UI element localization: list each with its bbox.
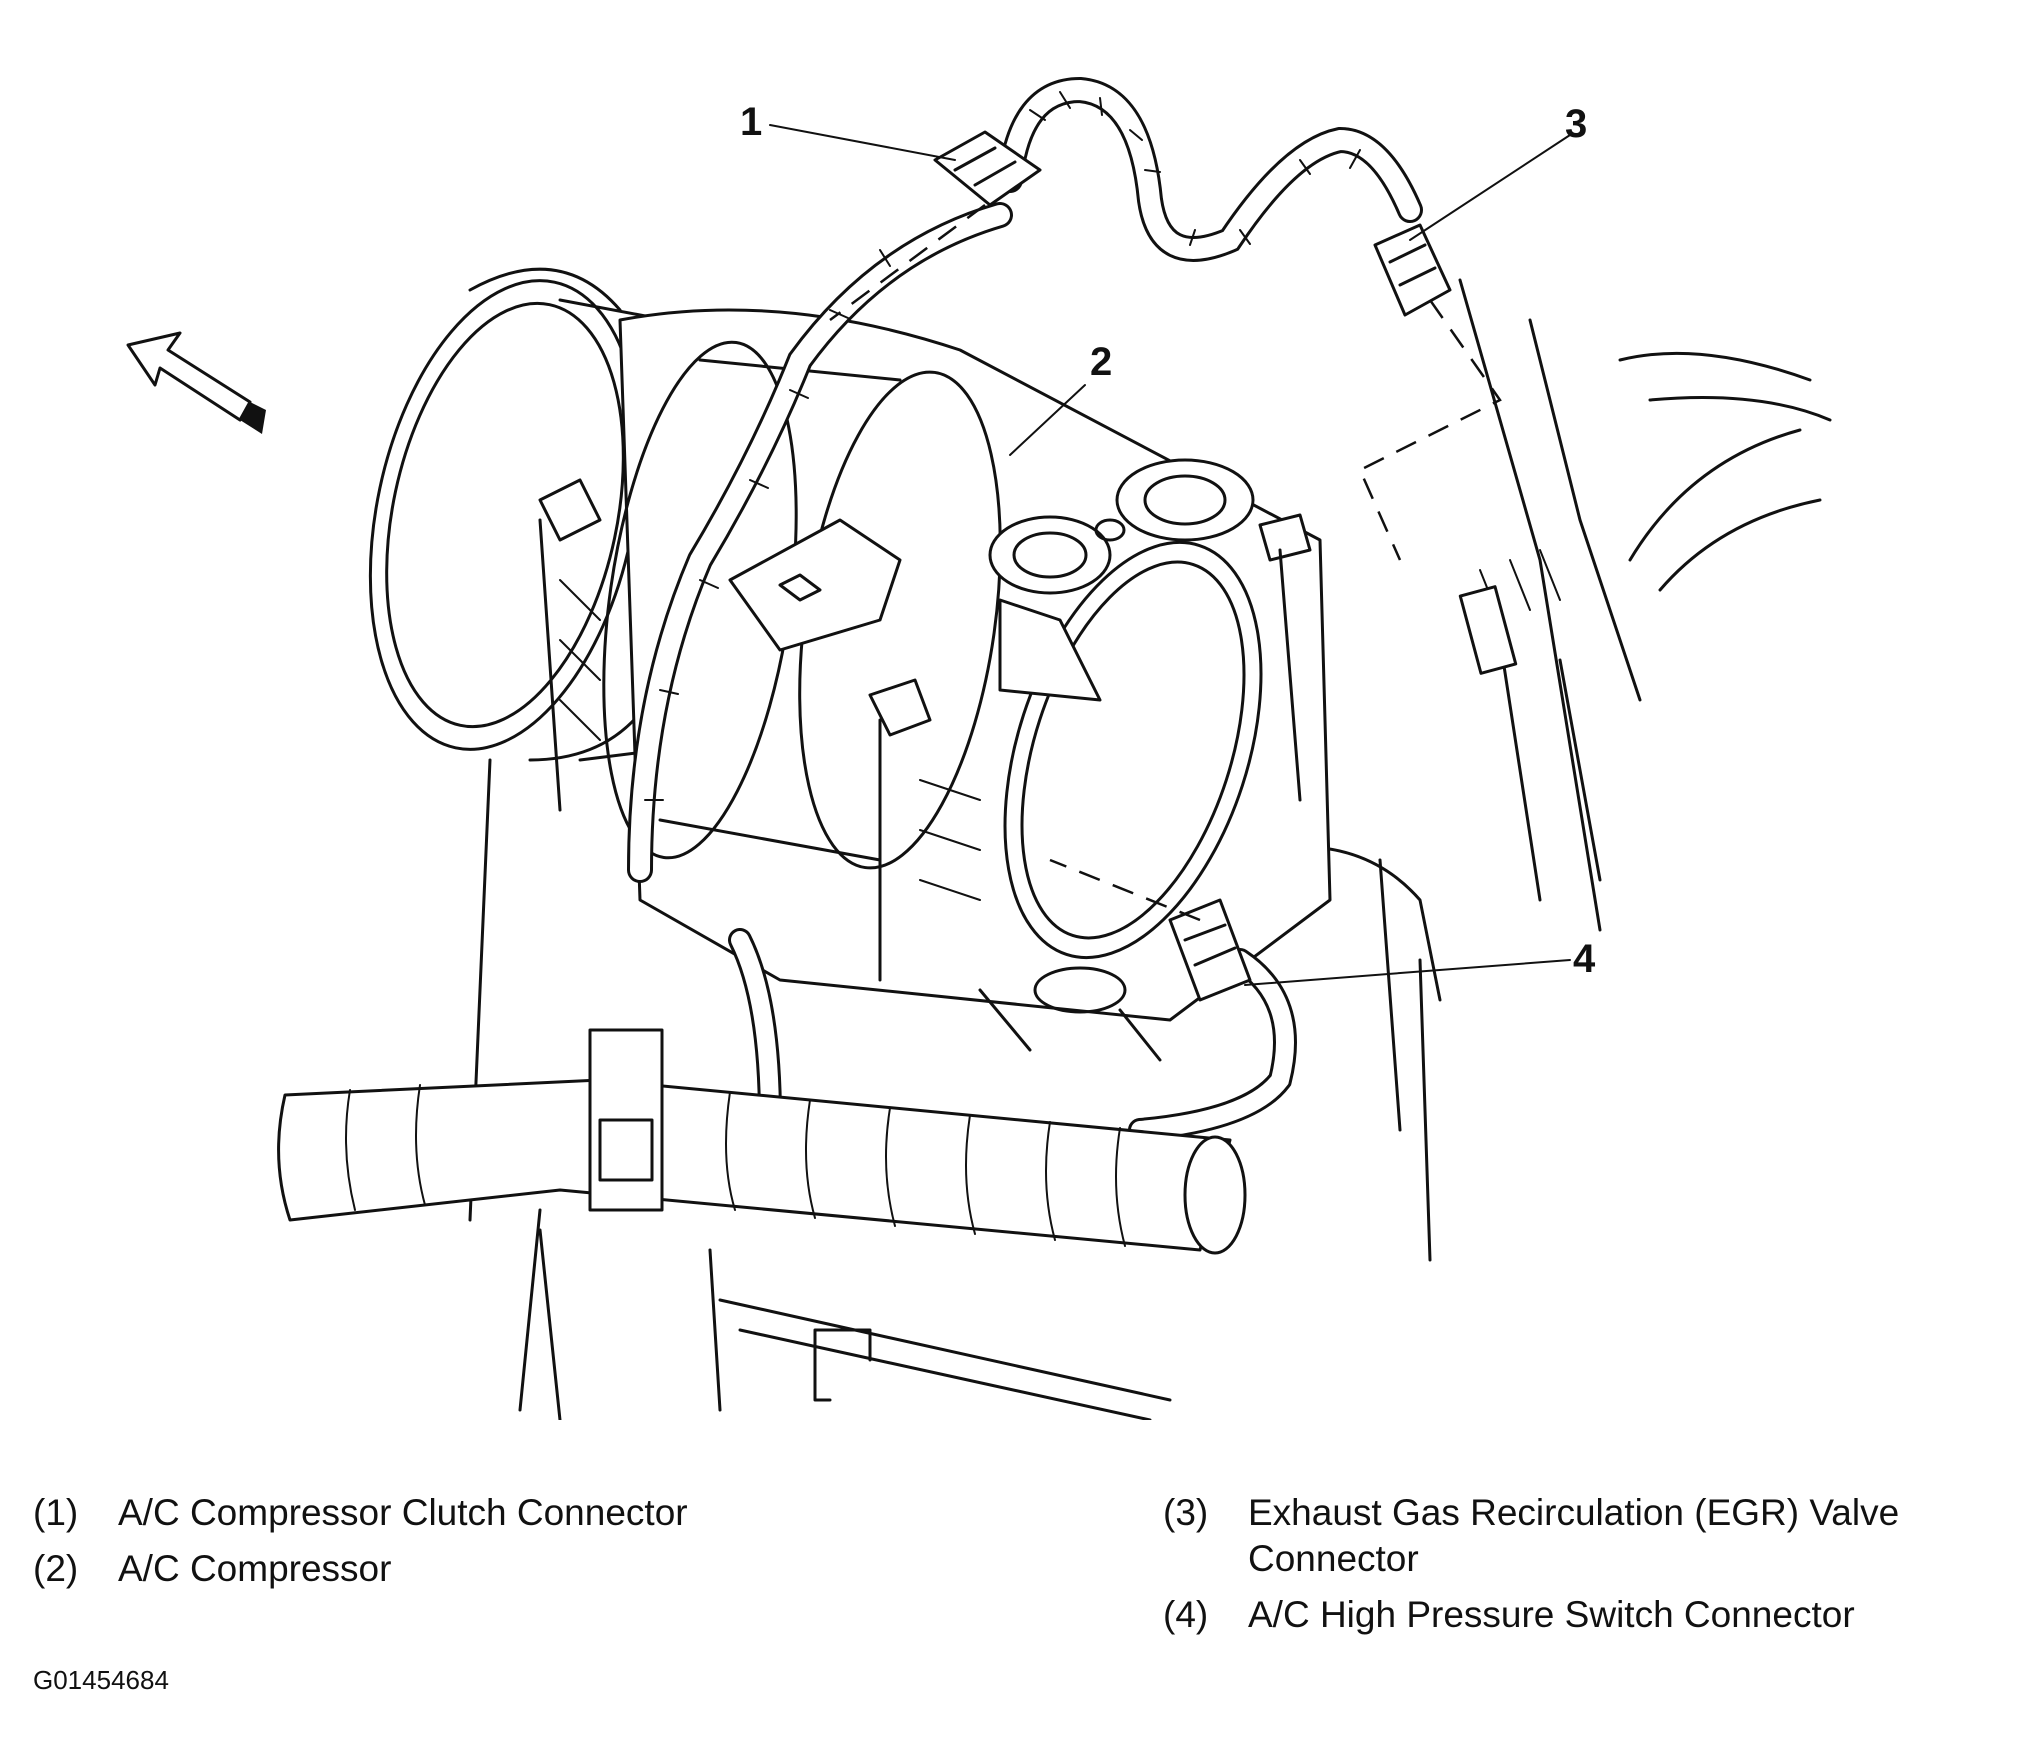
mounting-bolts [538, 478, 1312, 982]
coolant-hose [277, 1028, 1247, 1412]
engine-block [468, 278, 1832, 1420]
legend-item-1: (1) A/C Compressor Clutch Connector [33, 1490, 1113, 1536]
high-pressure-switch-connector [1168, 898, 1252, 1002]
wiring-harness [627, 76, 1423, 883]
egr-valve-connector [1373, 223, 1452, 317]
compressor-pulley [368, 267, 742, 762]
callout-4: 4 [1573, 937, 1596, 981]
legend-number: (2) [33, 1548, 79, 1589]
legend-item-3: (3) Exhaust Gas Recirculation (EGR) Valv… [1163, 1490, 2023, 1582]
figure-id: G01454684 [33, 1665, 169, 1695]
legend-label: A/C Compressor Clutch Connector [118, 1492, 688, 1533]
callout-2: 2 [1090, 340, 1112, 384]
legend-right: (3) Exhaust Gas Recirculation (EGR) Valv… [1163, 1490, 2023, 1648]
legend-number: (4) [1163, 1594, 1209, 1635]
legend-number: (1) [33, 1492, 79, 1533]
leader-lines [769, 124, 1571, 986]
legend-item-2: (2) A/C Compressor [33, 1546, 1113, 1592]
legend-label: A/C Compressor [118, 1548, 392, 1589]
legend-number: (3) [1163, 1492, 1209, 1533]
guide-lines [829, 203, 1502, 922]
legend-label: A/C High Pressure Switch Connector [1248, 1594, 1855, 1635]
compressor-clutch-connector [933, 130, 1042, 207]
callout-1: 1 [740, 100, 762, 144]
compressor-ports [728, 458, 1255, 702]
compressor-illustration: 1 2 3 4 [126, 76, 1832, 1420]
legend-left: (1) A/C Compressor Clutch Connector (2) … [33, 1490, 1113, 1602]
lower-harness [728, 928, 1297, 1142]
legend-item-4: (4) A/C High Pressure Switch Connector [1163, 1592, 2023, 1638]
callout-3: 3 [1565, 102, 1587, 146]
legend-label: Exhaust Gas Recirculation (EGR) Valve Co… [1248, 1492, 1900, 1579]
direction-arrow-icon [126, 331, 266, 434]
